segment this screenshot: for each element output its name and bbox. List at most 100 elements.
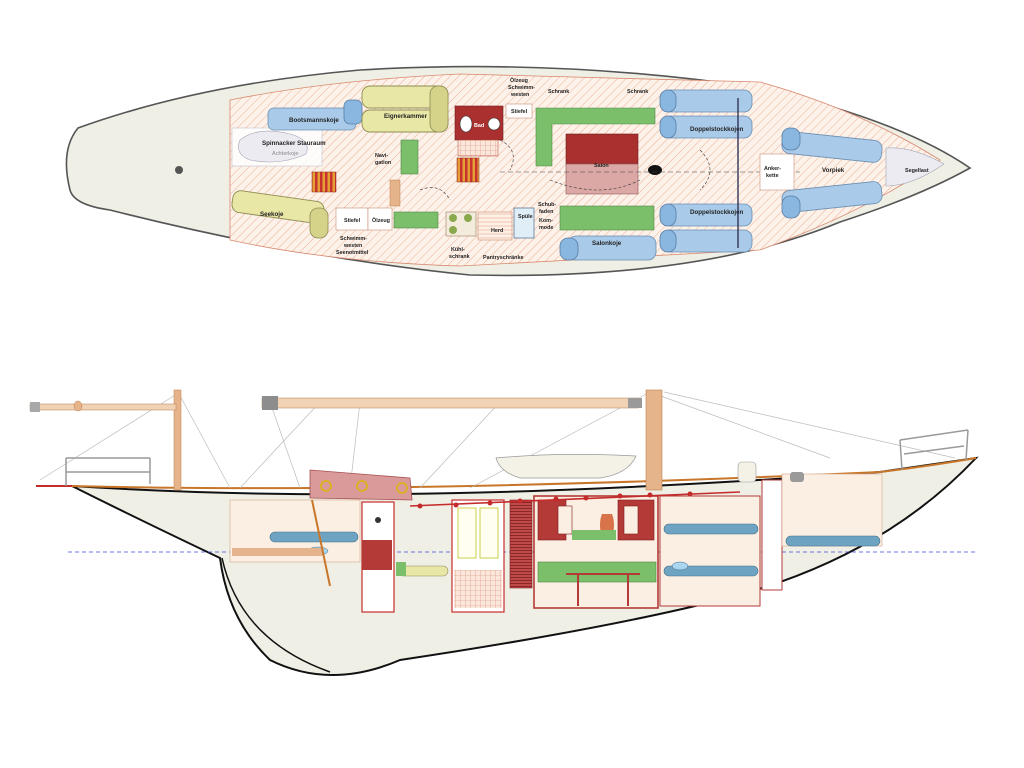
deck-fittings (417, 491, 693, 509)
label-kuehlschrank-1: Kühl- (451, 247, 465, 253)
fwd-lower-bunk (663, 565, 759, 577)
shower-icon (487, 117, 501, 131)
salon-settee-profile (537, 561, 657, 583)
label-salon: Salon (594, 163, 609, 169)
label-schubfaden-1: Schub- (538, 202, 556, 208)
berth-doppelstock-upper (659, 89, 753, 139)
label-salonkoje: Salonkoje (592, 240, 622, 247)
berth-seekoje (231, 190, 329, 239)
label-segellast: Segellast (905, 168, 929, 174)
mast-fitting (628, 398, 642, 408)
label-vorpiek: Vorpiek (822, 167, 845, 174)
aft-berth-profile (269, 531, 359, 543)
label-achterkoje: Achterkoje (272, 151, 298, 157)
label-herd: Herd (491, 228, 503, 234)
salon-cabinet-window (557, 505, 573, 535)
fwd-pillow (671, 561, 689, 571)
label-navigation-2: gation (375, 160, 391, 166)
mizzen-mast (173, 389, 182, 491)
label-navigation-1: Navi- (375, 153, 388, 159)
berth-bootsmannskoje (267, 99, 363, 131)
label-bootsmannskoje: Bootsmannskoje (289, 117, 339, 124)
navigation-desk (400, 139, 419, 175)
fwd-upper-bunk (663, 523, 759, 535)
portlights (320, 480, 408, 494)
nav-seat (362, 540, 392, 570)
berth-doppelstock-lower (659, 203, 753, 253)
galley-window-2 (479, 507, 499, 559)
winch-icon (790, 472, 804, 482)
sink-icon (513, 207, 535, 239)
fwd-cabin-profile (659, 495, 761, 607)
label-oelzeug-port: Ölzeug (372, 217, 390, 224)
label-oelzeug-stb-2: Schwimm- (508, 85, 535, 91)
salon-cabinet-window-2 (623, 505, 639, 535)
label-pantryschraenke: Pantryschränke (483, 255, 523, 261)
louvre-locker (509, 499, 533, 589)
label-schrank-1: Schrank (548, 89, 569, 95)
bathroom-grate (457, 139, 499, 157)
label-eignerkammer: Eignerkammer (384, 113, 428, 120)
salon-shelf (572, 530, 616, 540)
label-ankerkette-2: kette (766, 173, 779, 179)
stove-icon (449, 214, 472, 234)
label-oelzeug-stb-1: Ölzeug (510, 77, 528, 84)
label-bad: Bad (474, 123, 484, 129)
bow-railing (899, 429, 969, 471)
label-schubfaden-3: Kom- (539, 218, 553, 224)
stiefel-locker-stb (505, 103, 533, 119)
galley-counter-green (393, 211, 439, 229)
salon-settee-upper (535, 107, 656, 167)
label-seekoje: Seekoje (260, 211, 284, 218)
label-schwimmwesten-1: Schwimm- (340, 236, 367, 242)
label-stiefel-port: Stiefel (344, 218, 361, 224)
toilet-icon (459, 115, 473, 133)
cabin-top-line (409, 491, 741, 507)
companionway-ladder (311, 499, 331, 587)
label-doppelstock-stb: Doppelstockkojen (690, 126, 744, 133)
door-swing-arcs (419, 139, 711, 201)
main-boom (261, 397, 639, 409)
label-schubfaden-4: mode (539, 225, 553, 231)
label-doppelstock-port: Doppelstockkojen (690, 209, 744, 216)
sheer-line (71, 457, 977, 490)
label-stiefel-stb: Stiefel (511, 109, 528, 115)
boom-fitting (73, 400, 83, 412)
galley-worktop (477, 211, 513, 241)
vorpiek-bunk-profile (785, 535, 881, 547)
main-boom-end (262, 396, 278, 410)
saloon-bunk-aft-green (396, 562, 406, 576)
keel-line (221, 557, 331, 673)
salon-table (565, 133, 639, 165)
galley-lower-cab (454, 570, 502, 608)
mizzen-boom (29, 403, 177, 411)
label-spinnaker: Spinnacker Stauraum (262, 140, 326, 147)
sail-locker (885, 147, 945, 187)
anchor-locker-profile (761, 479, 783, 591)
mizzen-boom-end (30, 402, 40, 412)
salon-settee-lower (559, 205, 655, 231)
galley-window-1 (457, 507, 477, 559)
salon-table-lower (565, 163, 639, 195)
nav-instrument-icon (375, 517, 381, 523)
profile-view (29, 389, 979, 676)
rudder-stock-icon (175, 166, 183, 174)
label-schubfaden-2: faden (539, 209, 553, 215)
label-spuele: Spüle (518, 214, 533, 220)
galley-aisle (389, 179, 401, 207)
label-seenotmittel: Seenotmittel (336, 250, 369, 256)
dinghy (495, 454, 637, 479)
companionway-steps-2 (456, 157, 480, 183)
aft-deckhouse (309, 469, 413, 501)
vorpiek-profile (781, 473, 883, 547)
berth-eignerkammer (361, 85, 449, 133)
hatch-icon (737, 461, 757, 483)
label-ankerkette-1: Anker- (764, 166, 781, 172)
label-kuehlschrank-2: schrank (449, 254, 470, 260)
anchor-locker (759, 153, 795, 191)
label-schrank-2: Schrank (627, 89, 648, 95)
label-oelzeug-stb-3: westen (510, 92, 529, 98)
main-mast (645, 389, 663, 491)
stern-railing (65, 457, 151, 486)
